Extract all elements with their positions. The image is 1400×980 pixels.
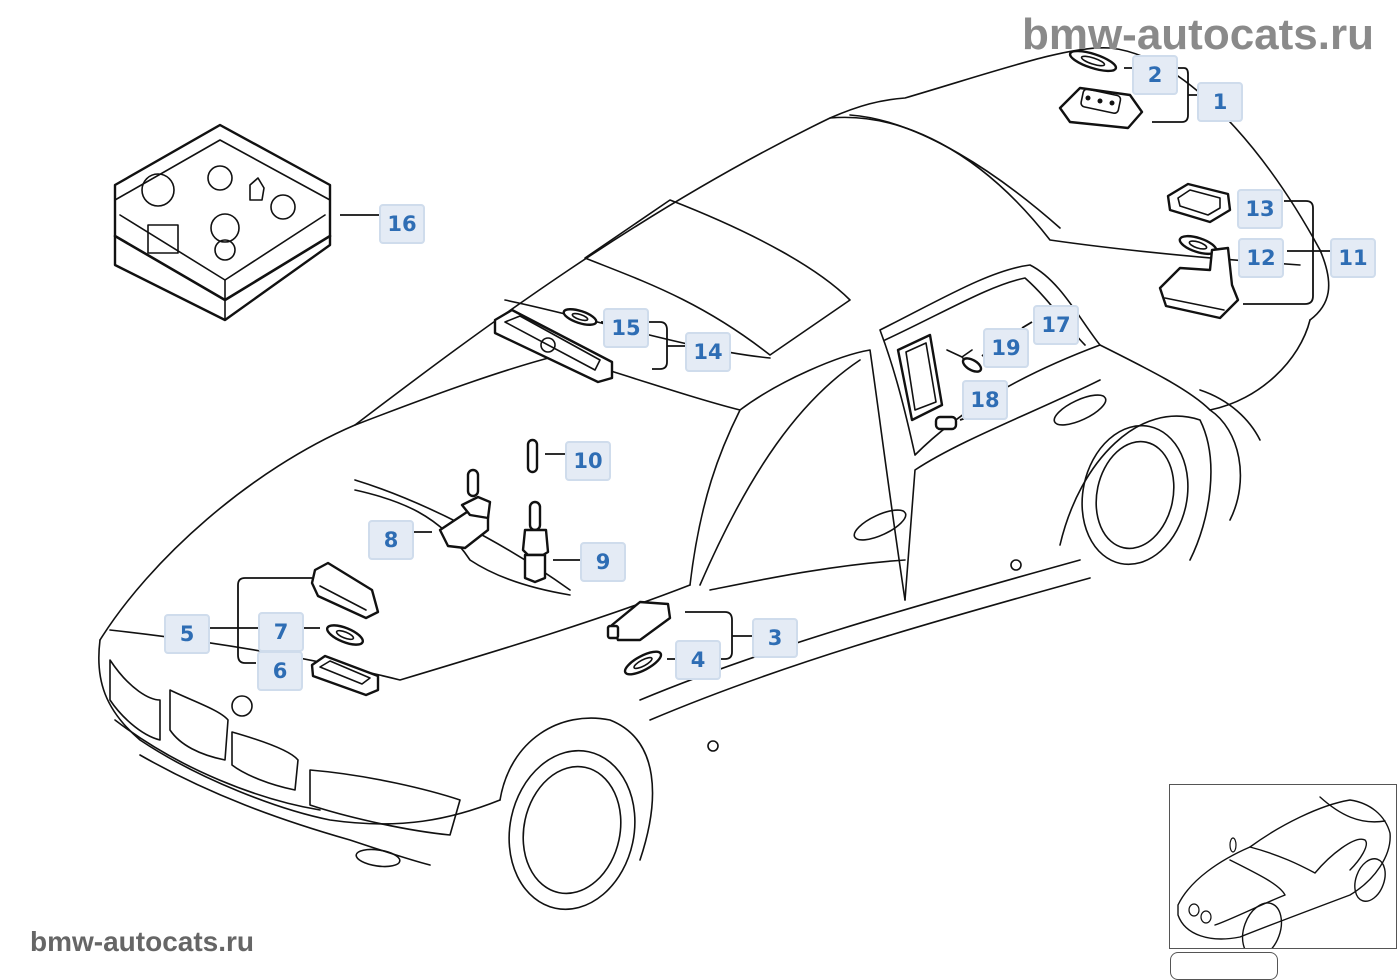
leader-11-12-13 bbox=[1243, 200, 1330, 305]
callout-12[interactable]: 12 bbox=[1238, 238, 1284, 278]
part-4-bulb[interactable] bbox=[622, 647, 664, 678]
part-8-bulb-socket[interactable] bbox=[438, 468, 492, 550]
callout-8[interactable]: 8 bbox=[368, 520, 414, 560]
callout-16[interactable]: 16 bbox=[379, 204, 425, 244]
part-16-bulb-assortment-box[interactable] bbox=[113, 123, 380, 322]
callout-18[interactable]: 18 bbox=[962, 380, 1008, 420]
part-9-bulb-socket[interactable] bbox=[521, 500, 550, 584]
callout-13[interactable]: 13 bbox=[1237, 189, 1283, 229]
part-17-reading-light[interactable] bbox=[896, 333, 944, 422]
part-6-lens[interactable] bbox=[310, 654, 380, 697]
part-5-footwell-light[interactable] bbox=[310, 561, 380, 620]
part-3-door-light[interactable] bbox=[606, 600, 672, 642]
vehicle-overview-thumbnail bbox=[1169, 784, 1397, 958]
callout-4[interactable]: 4 bbox=[675, 640, 721, 680]
callout-15[interactable]: 15 bbox=[603, 308, 649, 348]
watermark-top: bmw-autocats.ru bbox=[1021, 10, 1374, 59]
part-11-glovebox-light[interactable] bbox=[1158, 246, 1240, 320]
callout-7[interactable]: 7 bbox=[258, 612, 304, 652]
callout-17[interactable]: 17 bbox=[1033, 305, 1079, 345]
callout-2[interactable]: 2 bbox=[1132, 55, 1178, 95]
callout-6[interactable]: 6 bbox=[257, 651, 303, 691]
leader-3-4 bbox=[667, 611, 752, 660]
callout-3[interactable]: 3 bbox=[752, 618, 798, 658]
car-body-outline bbox=[98, 46, 1330, 911]
leader-17 bbox=[1021, 321, 1033, 329]
part-1-rear-trunk-light[interactable] bbox=[1058, 86, 1144, 130]
part-18-switch[interactable] bbox=[934, 415, 958, 431]
callout-10[interactable]: 10 bbox=[565, 441, 611, 481]
part-10-wedge-bulb[interactable] bbox=[526, 438, 539, 474]
callout-19[interactable]: 19 bbox=[983, 328, 1029, 368]
part-15-bulb[interactable] bbox=[562, 306, 598, 328]
callout-1[interactable]: 1 bbox=[1197, 82, 1243, 122]
watermark-bottom: bmw-autocats.ru bbox=[30, 926, 255, 957]
part-14-front-interior-light[interactable] bbox=[493, 308, 614, 384]
leader-5-6-7 bbox=[206, 577, 320, 664]
callout-9[interactable]: 9 bbox=[580, 542, 626, 582]
callout-5[interactable]: 5 bbox=[164, 614, 210, 654]
part-7-bulb[interactable] bbox=[325, 621, 365, 648]
callout-11[interactable]: 11 bbox=[1330, 238, 1376, 278]
thumbnail-caption-box bbox=[1170, 952, 1278, 980]
car-thumbnail-icon bbox=[1177, 796, 1391, 958]
part-13-lens-frame[interactable] bbox=[1166, 182, 1232, 224]
part-19-bulb[interactable] bbox=[946, 349, 983, 374]
part-2-bulb[interactable] bbox=[1068, 47, 1118, 75]
callout-14[interactable]: 14 bbox=[685, 332, 731, 372]
